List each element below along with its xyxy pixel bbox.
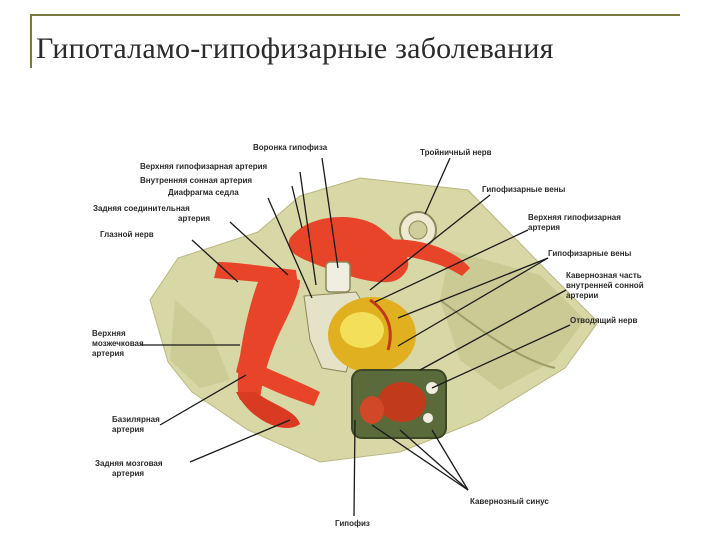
pointer-otvodyashchij	[431, 324, 571, 389]
pointer-gipofiz-veny-1	[369, 194, 491, 291]
pointer-verhnyaya-art-2	[374, 229, 529, 303]
pointer-verhnyaya-art	[299, 171, 317, 286]
label-verhnyaya-mozzh: Верхняя мозжечковая артерия	[92, 329, 146, 358]
pointer-glaznoj	[191, 239, 239, 283]
pointer-gipofiz-veny-2a	[397, 257, 549, 319]
slide-title: Гипоталамо-гипофизарные заболевания	[36, 32, 554, 65]
pointer-trojnichnyj	[424, 157, 451, 215]
pointer-kavern-sinus-a	[399, 429, 469, 491]
label-glaznoj: Глазной нерв	[100, 230, 154, 239]
pointer-bazilyarnaya	[159, 374, 247, 426]
petrous-edge	[439, 299, 556, 369]
artery-left-small	[249, 300, 272, 336]
label-gipofiz-veny-1: Гипофизарные вены	[482, 185, 566, 194]
label-verhnyaya-art: Верхняя гипофизарная артерия	[140, 162, 268, 171]
artery-right-branch	[380, 239, 470, 276]
artery-left-branch	[214, 262, 298, 286]
label-kavern-sinus: Кавернозный синус	[470, 497, 549, 506]
label-zadnyaya-mozg: Задняя мозговая артерия	[95, 459, 165, 478]
pituitary-vessel	[369, 298, 392, 351]
title-vertical-rule	[30, 14, 32, 68]
title-horizontal-rule	[30, 14, 680, 16]
pituitary-highlight	[340, 312, 384, 348]
sinus-nerve-2	[423, 413, 433, 423]
pointer-lines	[140, 157, 571, 517]
artery-posterior	[236, 356, 320, 406]
pointer-kavern-chast	[419, 289, 567, 371]
artery-upper-arc	[288, 217, 409, 283]
label-otvodyashchij: Отводящий нерв	[570, 316, 637, 325]
label-bazilyarnaya: Базилярная артерия	[112, 415, 162, 434]
labels: Воронка гипофиза Тройничный нерв Верхняя…	[92, 143, 646, 528]
cavernous-artery-small	[360, 396, 384, 424]
bone-shadow-left	[170, 300, 230, 388]
label-zadnyaya-soed: Задняя соединительная артерия	[93, 204, 210, 223]
anatomy-illustration	[149, 177, 599, 463]
trigeminal-ring-inner	[408, 220, 428, 240]
pointer-kavern-sinus-b	[431, 429, 469, 491]
pointer-diafragma	[267, 197, 313, 299]
label-kavern-chast: Кавернозная часть внутренней сонной арте…	[566, 271, 646, 300]
pointer-kavern-sinus-c	[371, 424, 469, 491]
label-trojnichnyj: Тройничный нерв	[420, 148, 492, 157]
artery-lower-loop	[236, 392, 300, 429]
label-gipofiz-veny-2: Гипофизарные вены	[548, 249, 632, 258]
pointer-zadnyaya-mozg	[189, 419, 291, 463]
cavernous-artery	[378, 382, 426, 422]
pointer-voronka	[321, 157, 339, 269]
title-frame: Гипоталамо-гипофизарные заболевания	[30, 14, 680, 68]
pointer-gipofiz	[353, 419, 356, 517]
label-gipofiz: Гипофиз	[335, 519, 370, 528]
label-verhnyaya-art-2: Верхняя гипофизарная артерия	[528, 213, 623, 232]
infundibulum	[325, 261, 351, 293]
pointer-zadnyaya-soed	[229, 221, 289, 276]
pointer-gipofiz-veny-2b	[397, 257, 549, 347]
pointer-vnutr-sonnaya	[291, 185, 303, 229]
label-diafragma: Диафрагма седла	[168, 188, 239, 197]
label-voronka: Воронка гипофиза	[253, 143, 328, 152]
label-vnutr-sonnaya: Внутренняя сонная артерия	[140, 176, 252, 185]
